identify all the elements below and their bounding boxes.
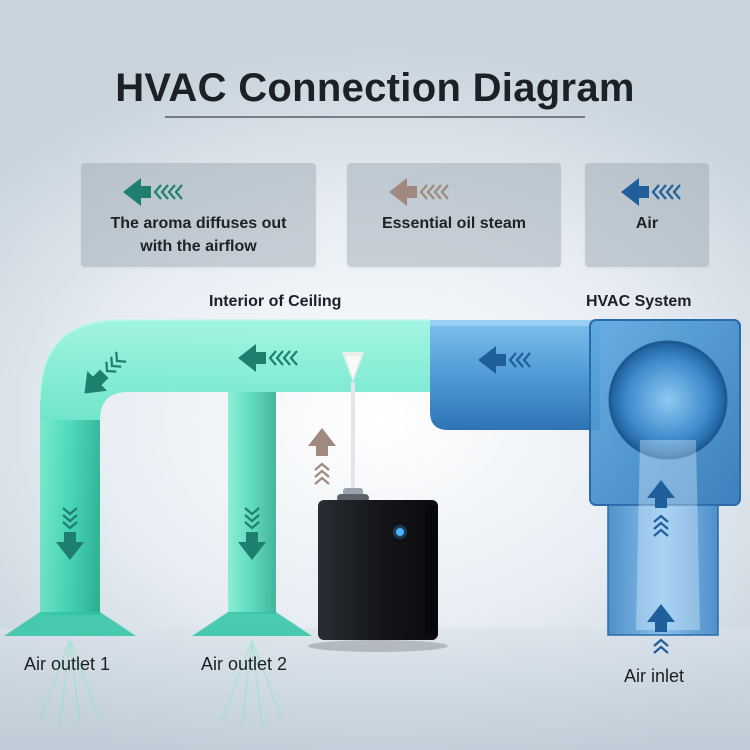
aroma-flow-arrow-elbow: [84, 351, 127, 394]
outlet-mist: [39, 639, 283, 726]
legend-oil-steam: Essential oil steam: [347, 163, 561, 267]
label-hvac-system: HVAC System: [586, 293, 692, 310]
air-arrow-icon: [621, 178, 681, 206]
aroma-arrow-icon: [123, 178, 183, 206]
oil-steam-arrow-icon: [389, 178, 449, 206]
legend-oil-steam-line1: Essential oil steam: [381, 215, 527, 232]
oil-steam-arrow-up: [308, 428, 336, 485]
label-air-outlet-1: Air outlet 1: [24, 654, 111, 674]
aroma-flow-arrow-down-1: [56, 507, 84, 560]
floor: [0, 628, 750, 750]
aroma-pipe: [4, 319, 430, 636]
label-air-inlet: Air inlet: [624, 666, 685, 686]
aroma-flow-arrow-left: [238, 344, 298, 372]
legend-aroma: The aroma diffuses out with the airflow: [81, 163, 316, 267]
air-flow-arrow-up-upper: [647, 480, 675, 537]
aroma-flow-arrow-down-2: [238, 507, 266, 560]
aroma-diffuser-machine: [308, 352, 448, 652]
hvac-duct: [430, 320, 600, 430]
hvac-unit: [589, 319, 741, 636]
legend-air: Air: [585, 163, 709, 267]
legend-aroma-line2: with the airflow: [140, 238, 257, 255]
label-air-outlet-2: Air outlet 2: [201, 654, 288, 674]
air-flow-arrow-duct: [478, 346, 531, 374]
legend-air-line1: Air: [635, 215, 659, 232]
page-title: HVAC Connection Diagram: [115, 66, 635, 110]
air-flow-arrow-up-lower: [647, 604, 675, 654]
label-interior-ceiling: Interior of Ceiling: [209, 293, 342, 310]
title-underline: [165, 116, 585, 118]
legend-aroma-line1: The aroma diffuses out: [110, 215, 287, 232]
